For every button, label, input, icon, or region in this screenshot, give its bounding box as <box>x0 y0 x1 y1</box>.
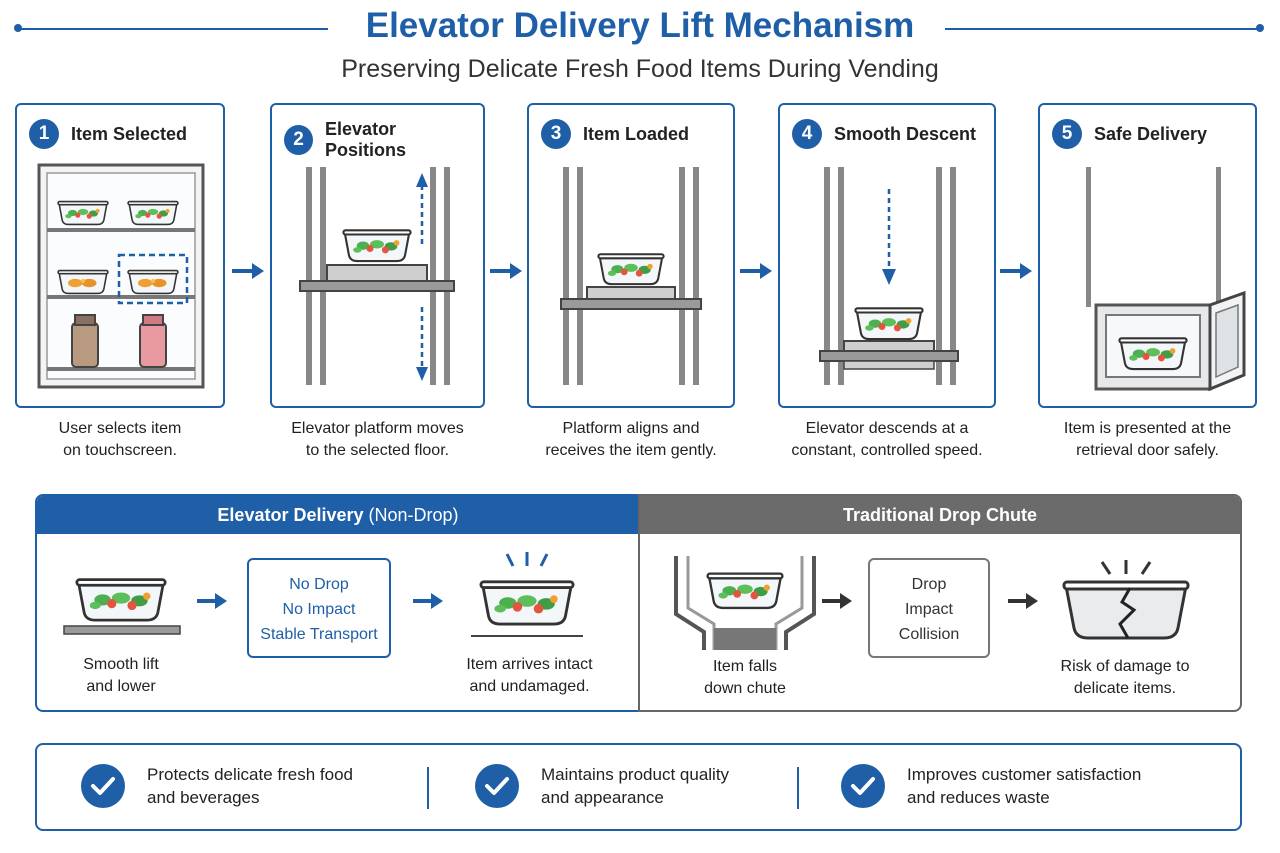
box-line: Stable Transport <box>260 626 378 643</box>
step-number-badge: 5 <box>1052 119 1082 149</box>
step-title: Item Selected <box>71 123 188 144</box>
step-card-1: 1 Item Selected <box>15 103 225 408</box>
smooth-lift-bowl-illustration <box>63 578 181 635</box>
caption-line: down chute <box>704 680 786 697</box>
intact-caption: Item arrives intact and undamaged. <box>442 654 617 698</box>
title-rule-right <box>945 28 1260 30</box>
caption-line: to the selected floor. <box>305 442 450 459</box>
page-subtitle: Preserving Delicate Fresh Food Items Dur… <box>341 55 939 83</box>
caption-line: and lower <box>86 678 156 695</box>
benefit-item: Maintains product quality and appearance <box>475 763 729 809</box>
smooth-descent-illustration <box>819 167 959 385</box>
elevator-delivery-heading: Elevator Delivery (Non-Drop) <box>37 496 639 534</box>
caption-line: and undamaged. <box>469 678 590 695</box>
checkmark-icon <box>475 764 519 808</box>
checkmark-icon <box>81 764 125 808</box>
arrow-right-icon <box>822 593 852 609</box>
title-rule-right-dot <box>1256 24 1264 32</box>
drop-chute-heading: Traditional Drop Chute <box>640 496 1240 534</box>
caption-line: receives the item gently. <box>545 442 717 459</box>
heading-main: Elevator Delivery <box>217 505 364 525</box>
item-falls-caption: Item falls down chute <box>675 656 815 700</box>
item-loading-illustration <box>560 167 702 385</box>
caption-line: Smooth lift <box>83 656 159 673</box>
benefit-line: and reduces waste <box>907 788 1050 807</box>
benefit-line: Maintains product quality <box>541 765 730 784</box>
step-title: Item Loaded <box>583 123 690 144</box>
elevator-delivery-panel: Elevator Delivery (Non-Drop) Smooth lift… <box>35 494 639 712</box>
checkmark-icon <box>841 764 885 808</box>
flow-arrow-icon <box>740 263 772 279</box>
heading-suffix: (Non-Drop) <box>368 505 459 525</box>
step-number-badge: 4 <box>792 119 822 149</box>
step-card-4: 4 Smooth Descent <box>778 103 996 408</box>
drop-chute-panel: Traditional Drop Chute Item falls down c… <box>638 494 1242 712</box>
caption-line: delicate items. <box>1073 680 1177 697</box>
box-line: Impact <box>904 601 953 618</box>
step-number-badge: 3 <box>541 119 571 149</box>
arrow-right-icon <box>413 593 443 609</box>
benefit-line: and beverages <box>147 788 260 807</box>
box-line: No Drop <box>289 576 349 593</box>
vending-shelves-illustration <box>37 163 205 389</box>
step-number-badge: 1 <box>29 119 59 149</box>
step-card-5: 5 Safe Delivery <box>1038 103 1257 408</box>
arrow-right-icon <box>197 593 227 609</box>
flow-arrow-icon <box>490 263 522 279</box>
cracked-bowl-illustration <box>1062 560 1190 640</box>
benefit-text: Protects delicate fresh food and beverag… <box>147 763 353 809</box>
caption-line: Risk of damage to <box>1060 658 1190 675</box>
box-line: No Impact <box>282 601 356 618</box>
intact-bowl-illustration <box>471 552 583 637</box>
smooth-lift-caption: Smooth lift and lower <box>51 654 191 698</box>
caption-line: on touchscreen. <box>63 442 177 459</box>
drop-chute-illustration <box>674 556 816 650</box>
step-card-3: 3 Item Loaded <box>527 103 735 408</box>
step-card-2: 2 Elevator Positions <box>270 103 485 408</box>
step-caption-5: Item is presented at the retrieval door … <box>1028 418 1267 462</box>
step-caption-4: Elevator descends at a constant, control… <box>768 418 1006 462</box>
box-line: Drop <box>911 576 947 593</box>
step-title: Safe Delivery <box>1094 123 1208 144</box>
caption-line: Item falls <box>712 658 777 675</box>
title-rule-left <box>18 28 328 30</box>
retrieval-door-illustration <box>1086 167 1246 392</box>
benefit-text: Maintains product quality and appearance <box>541 763 729 809</box>
caption-line: Elevator descends at a <box>805 420 969 437</box>
benefit-divider <box>797 767 799 809</box>
caption-line: constant, controlled speed. <box>791 442 983 459</box>
arrow-right-icon <box>1008 593 1038 609</box>
benefit-line: Improves customer satisfaction <box>907 765 1142 784</box>
flow-arrow-icon <box>1000 263 1032 279</box>
benefit-item: Protects delicate fresh food and beverag… <box>81 763 353 809</box>
caption-line: Elevator platform moves <box>291 420 464 437</box>
benefit-line: and appearance <box>541 788 664 807</box>
step-title: Elevator Positions <box>325 119 407 160</box>
title-rule-left-dot <box>14 24 22 32</box>
benefit-item: Improves customer satisfaction and reduc… <box>841 763 1141 809</box>
benefit-divider <box>427 767 429 809</box>
damage-risk-caption: Risk of damage to delicate items. <box>1040 656 1210 700</box>
flow-arrow-icon <box>232 263 264 279</box>
benefit-line: Protects delicate fresh food <box>147 765 354 784</box>
step-caption-2: Elevator platform moves to the selected … <box>260 418 495 462</box>
step-caption-1: User selects item on touchscreen. <box>15 418 225 462</box>
step-number-badge: 2 <box>284 125 314 155</box>
drop-risks-box: Drop Impact Collision <box>868 558 990 658</box>
elevator-positioning-illustration <box>299 167 455 385</box>
step-caption-3: Platform aligns and receives the item ge… <box>517 418 745 462</box>
caption-line: Item arrives intact <box>466 656 593 673</box>
benefits-bar: Protects delicate fresh food and beverag… <box>35 743 1242 831</box>
caption-line: User selects item <box>58 420 182 437</box>
non-drop-benefits-box: No Drop No Impact Stable Transport <box>247 558 391 658</box>
caption-line: Platform aligns and <box>562 420 700 437</box>
box-line: Collision <box>898 626 960 643</box>
step-title: Smooth Descent <box>834 123 977 144</box>
page-title: Elevator Delivery Lift Mechanism <box>365 6 915 45</box>
caption-line: Item is presented at the <box>1063 420 1232 437</box>
caption-line: retrieval door safely. <box>1076 442 1219 459</box>
benefit-text: Improves customer satisfaction and reduc… <box>907 763 1141 809</box>
